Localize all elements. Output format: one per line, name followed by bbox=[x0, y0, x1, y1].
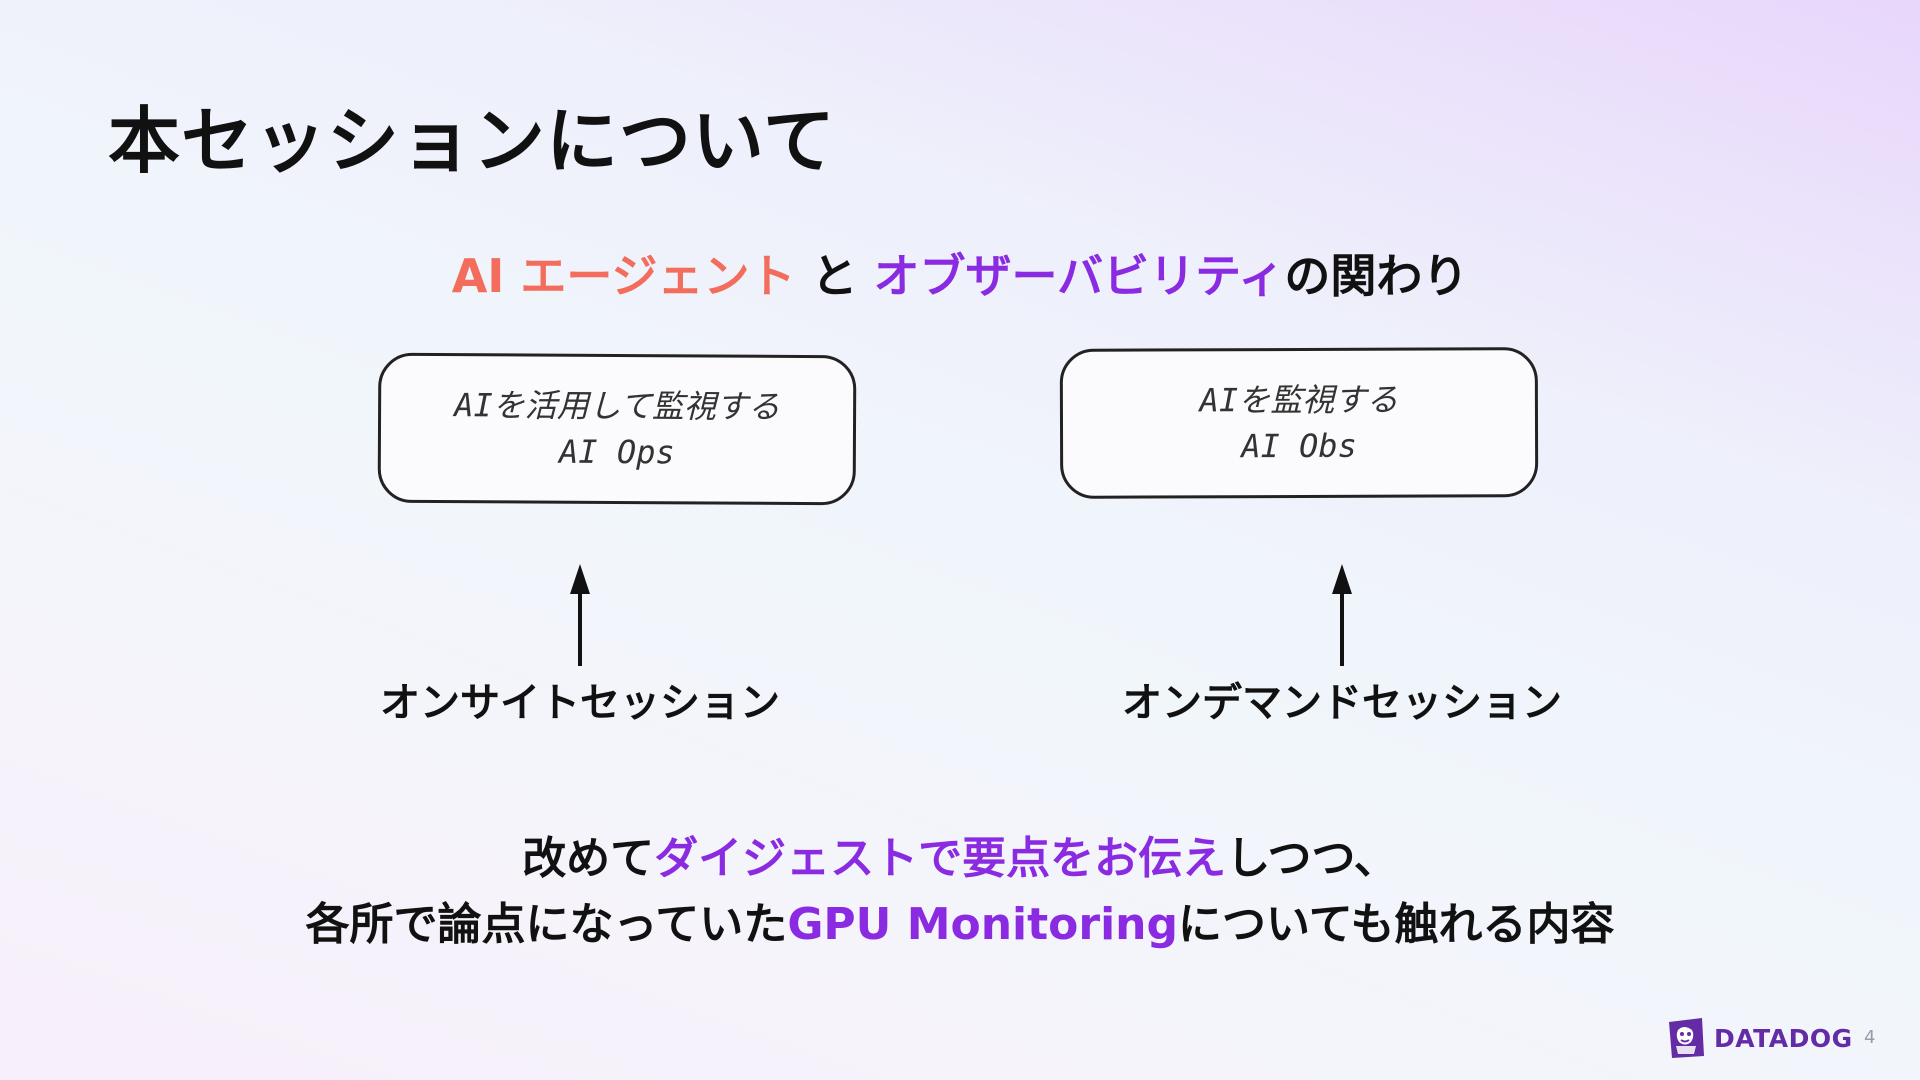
ai-obs-box-line2: AI Obs bbox=[1241, 426, 1357, 466]
summary-line-1-a: 改めて bbox=[522, 833, 655, 884]
summary-line-2: 各所で論点になっていたGPU Monitoringについても触れる内容 bbox=[0, 888, 1920, 952]
ondemand-session-label: オンデマンドセッション bbox=[1122, 680, 1562, 726]
page-number: 4 bbox=[1864, 1027, 1876, 1048]
arrow-up-icon bbox=[570, 564, 590, 666]
onsite-session-label: オンサイトセッション bbox=[380, 680, 780, 726]
subtitle-and: と bbox=[795, 249, 874, 303]
datadog-logo-icon bbox=[1669, 1018, 1704, 1058]
summary-line-2-a: 各所で論点になっていた bbox=[305, 899, 788, 950]
subtitle-ai-agent: AI エージェント bbox=[451, 249, 796, 303]
summary-line-1: 改めてダイジェストで要点をお伝えしつつ、 bbox=[0, 822, 1920, 886]
ai-ops-box: AIを活用して監視する AI Ops bbox=[377, 352, 857, 506]
summary-line-1-highlight: ダイジェストで要点をお伝え bbox=[654, 833, 1227, 884]
summary-line-1-c: しつつ、 bbox=[1226, 833, 1398, 884]
ai-ops-box-line2: AI Ops bbox=[558, 432, 675, 472]
logo-text: DATADOG bbox=[1714, 1023, 1853, 1053]
summary-line-2-c: についても触れる内容 bbox=[1178, 899, 1615, 950]
arrow-up-icon bbox=[1332, 564, 1352, 666]
ai-ops-box-line1: AIを活用して監視する bbox=[454, 386, 780, 426]
ai-obs-box-line1: AIを監視する bbox=[1199, 380, 1399, 420]
datadog-logo: DATADOG bbox=[1666, 1016, 1853, 1060]
subtitle-relation: の関わり bbox=[1284, 249, 1469, 303]
subtitle: AI エージェント と オブザーバビリティの関わり bbox=[0, 240, 1920, 306]
summary-line-2-highlight: GPU Monitoring bbox=[787, 899, 1179, 950]
ai-obs-box: AIを監視する AI Obs bbox=[1059, 347, 1539, 499]
page-title: 本セッションについて bbox=[108, 99, 836, 183]
subtitle-observability: オブザーバビリティ bbox=[873, 249, 1285, 303]
